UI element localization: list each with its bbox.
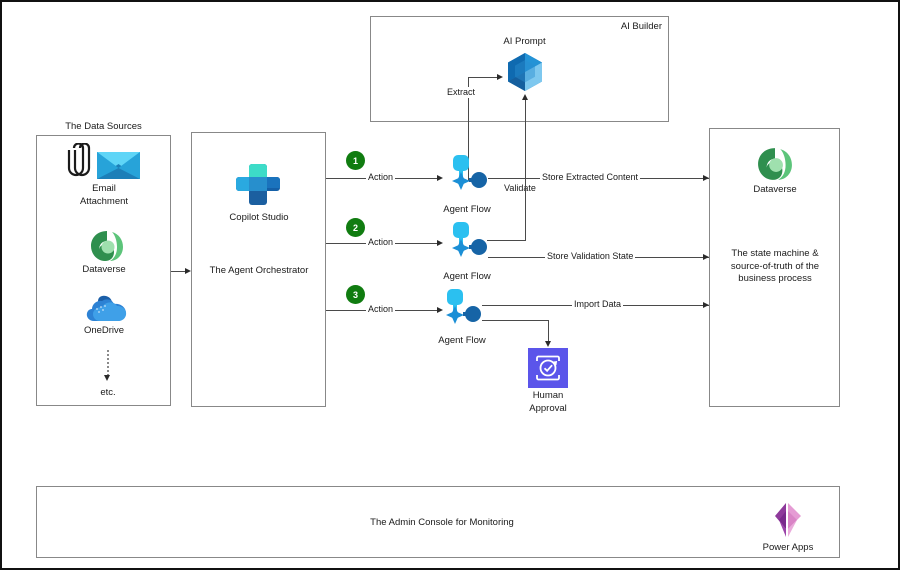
flow2-store-arrowhead: [703, 253, 709, 260]
flow1-action-arrowhead: [437, 174, 443, 181]
agent-flow-label-1: Agent Flow: [443, 204, 491, 215]
flow1-action-label: Action: [366, 172, 396, 183]
dataverse-store-description: The state machine & source-of-truth of t…: [730, 248, 820, 284]
flow2-validate-elbow-h: [487, 240, 526, 241]
flow3-import-label: Import Data: [572, 299, 624, 310]
flow1-store-arrowhead: [703, 174, 709, 181]
step-badge-1: 1: [346, 151, 365, 170]
orchestrator-main-label: The Agent Orchestrator: [209, 265, 309, 276]
onedrive-icon: [86, 295, 128, 323]
sources-to-orchestrator-arrowhead: [185, 267, 191, 274]
dataverse-icon: [90, 230, 124, 262]
group-admin-console: [36, 486, 840, 558]
group-data-sources-label: The Data Sources: [65, 121, 142, 132]
dotted-arrow-icon: [107, 350, 109, 376]
source-email-attachment-label: Email Attachment: [79, 183, 129, 207]
email-attachment-icon: [64, 142, 142, 181]
dotted-arrowhead: [104, 375, 110, 381]
extract-label: Extract: [445, 87, 478, 98]
validate-arrowhead-top: [521, 94, 528, 100]
ai-prompt-label: AI Prompt: [503, 36, 546, 47]
extract-connector-horizontal: [468, 77, 498, 78]
ai-prompt-icon: [503, 50, 547, 94]
validate-label: Validate: [502, 183, 538, 194]
sources-to-orchestrator-line: [171, 271, 186, 272]
flow1-store-label: Store Extracted Content: [540, 172, 641, 183]
extract-connector-vertical: [468, 77, 469, 181]
agent-flow-icon-3: [439, 288, 483, 328]
flow2-validate-elbow-v: [525, 180, 526, 241]
dataverse-store-label: Dataverse: [753, 184, 797, 195]
flow3-approval-arrowhead: [545, 341, 551, 347]
group-ai-builder-label: AI Builder: [620, 21, 662, 32]
source-dataverse-label: Dataverse: [82, 264, 126, 275]
flow3-approval-elbow-h: [482, 320, 548, 321]
dataverse-store-icon: [757, 147, 793, 181]
flow3-action-label: Action: [366, 304, 396, 315]
flow3-approval-elbow-v: [548, 320, 549, 342]
group-data-sources: [36, 135, 171, 406]
validate-connector-vertical: [525, 100, 526, 180]
source-etc-label: etc.: [100, 387, 116, 398]
flow2-action-arrowhead: [437, 239, 443, 246]
agent-flow-icon-2: [445, 221, 489, 261]
copilot-studio-label: Copilot Studio: [229, 212, 289, 223]
power-apps-icon: [766, 501, 810, 541]
agent-flow-label-3: Agent Flow: [438, 335, 486, 346]
human-approval-icon: [528, 348, 568, 388]
extract-arrowhead: [497, 73, 503, 80]
step-badge-2: 2: [346, 218, 365, 237]
source-onedrive-label: OneDrive: [83, 325, 125, 336]
copilot-studio-icon: [234, 160, 282, 208]
flow3-import-arrowhead: [703, 301, 709, 308]
power-apps-label: Power Apps: [762, 542, 814, 553]
flow2-store-label: Store Validation State: [545, 251, 636, 262]
agent-flow-label-2: Agent Flow: [443, 271, 491, 282]
flow2-action-label: Action: [366, 237, 396, 248]
agent-flow-icon-1: [445, 154, 489, 194]
step-badge-3: 3: [346, 285, 365, 304]
flow3-action-arrowhead: [437, 306, 443, 313]
human-approval-label: Human Approval: [529, 390, 567, 414]
admin-console-label: The Admin Console for Monitoring: [370, 517, 514, 528]
group-dataverse-store: [709, 128, 840, 407]
